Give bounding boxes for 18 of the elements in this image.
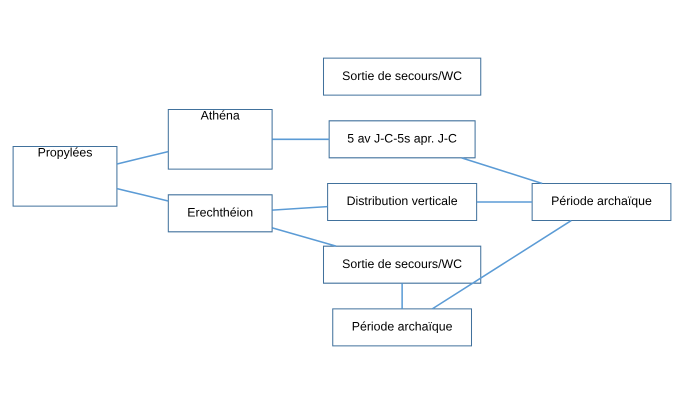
node-box: Distribution verticale — [327, 182, 478, 221]
node-box: Propylées — [12, 145, 118, 206]
node-box: Période archaïque — [532, 182, 672, 221]
node-box: Période archaïque — [332, 308, 472, 346]
connector — [432, 219, 572, 310]
node-box: Athéna — [168, 108, 273, 170]
node-box: 5 av J-C-5s apr. J-C — [328, 120, 476, 158]
connector — [476, 200, 532, 202]
connector — [272, 205, 328, 210]
connector — [272, 138, 330, 140]
node-box: Erechthéion — [168, 194, 273, 232]
connector — [116, 187, 168, 202]
node-box: Sortie de secours/WC — [322, 57, 482, 96]
node-box: Sortie de secours/WC — [322, 245, 482, 284]
connector — [272, 226, 336, 246]
connector — [401, 282, 403, 308]
connector — [116, 150, 168, 164]
connector — [461, 156, 542, 184]
